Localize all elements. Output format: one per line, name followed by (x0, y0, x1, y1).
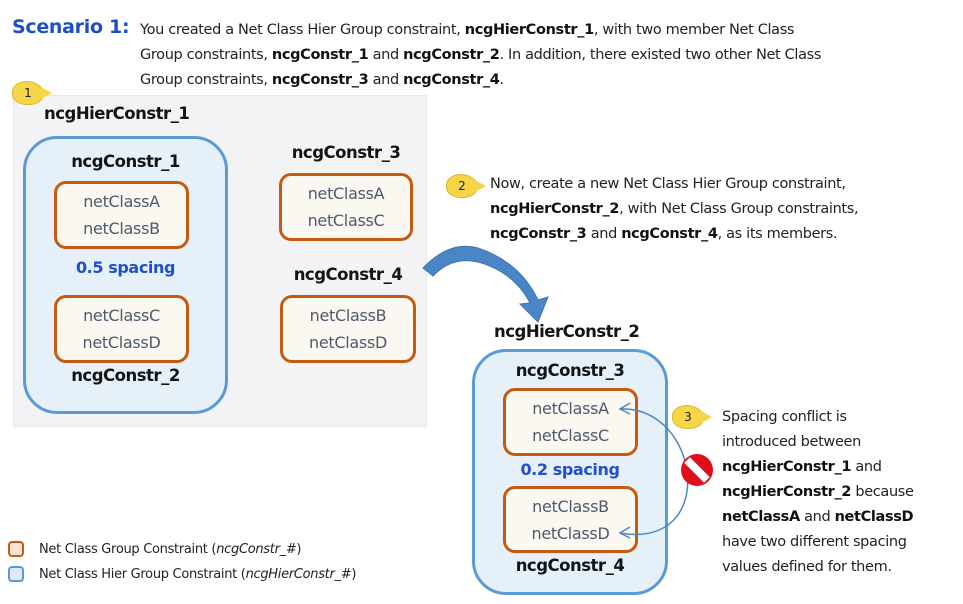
ncg-constr-4-label: ncgConstr_4 (293, 265, 403, 284)
hier-name: ncgHierConstr_2 (490, 201, 620, 217)
ncg-constr-1-box: netClassA netClassB (54, 181, 189, 249)
callout-step-1: 1 (12, 81, 52, 105)
spacing-label-1: 0.5 spacing (75, 258, 176, 277)
legend-label: Net Class Hier Group Constraint (ncgHier… (39, 567, 356, 582)
text: Net Class Hier Group Constraint ( (39, 566, 246, 582)
net-class: netClassA (307, 184, 385, 203)
text: ) (296, 541, 302, 557)
scenario-line-2: Group constraints, ncgConstr_1 and ncgCo… (140, 43, 960, 68)
text: . (499, 72, 505, 88)
constraint-name: ncgConstr_3 (271, 72, 369, 88)
legend-item-hier: Net Class Hier Group Constraint (ncgHier… (8, 566, 356, 582)
text: and (851, 459, 882, 475)
net-class: netClassD (834, 509, 914, 525)
step-3-text: Spacing conflict is introduced between n… (722, 405, 962, 580)
net-class: netClassA (722, 509, 800, 525)
text: and (799, 509, 835, 525)
text: Now, create a new Net Class Hier Group c… (490, 176, 846, 192)
ncg-constr-4-label-after: ncgConstr_4 (515, 556, 625, 575)
net-class: netClassB (532, 496, 609, 516)
scenario-title: Scenario 1: (12, 16, 130, 38)
hier-swatch-icon (8, 566, 24, 582)
text-line: ncgHierConstr_1 and (722, 455, 962, 480)
net-class: netClassD (309, 333, 387, 352)
net-class: netClassA (532, 399, 609, 418)
text: ncgConstr_# (216, 541, 297, 557)
text-line: ncgHierConstr_2, with Net Class Group co… (490, 197, 960, 222)
scenario-line-3: Group constraints, ncgConstr_3 and ncgCo… (140, 68, 960, 93)
scenario-line-1: You created a Net Class Hier Group const… (140, 18, 960, 43)
text: , with Net Class Group constraints, (619, 201, 859, 217)
legend-label: Net Class Group Constraint (ncgConstr_#) (39, 542, 301, 557)
net-class: netClassB (309, 306, 387, 325)
ncg-constr-2-box: netClassC netClassD (54, 295, 189, 363)
constraint-name: ncgConstr_1 (271, 47, 369, 63)
text: values defined for them. (722, 559, 892, 575)
ncg-swatch-icon (8, 541, 24, 557)
hier-constraint-2-title: ncgHierConstr_2 (494, 322, 640, 341)
net-class: netClassD (531, 523, 610, 543)
ncg-constr-3-label-after: ncgConstr_3 (515, 361, 625, 380)
text: You created a Net Class Hier Group const… (140, 22, 465, 38)
text-line: netClassA and netClassD (722, 505, 962, 530)
constraint-name: ncgConstr_2 (403, 47, 500, 63)
text-line: ncgHierConstr_2 because (722, 480, 962, 505)
spacing-label-2: 0.2 spacing (520, 460, 620, 479)
scenario-description: You created a Net Class Hier Group const… (140, 18, 960, 93)
legend: Net Class Group Constraint (ncgConstr_#)… (8, 541, 356, 582)
constraint-name: ncgConstr_4 (403, 72, 500, 88)
text: have two different spacing (722, 534, 907, 550)
legend-item-ncg: Net Class Group Constraint (ncgConstr_#) (8, 541, 356, 557)
text: and (368, 72, 404, 88)
text: . In addition, there existed two other N… (499, 47, 822, 63)
callout-step-3: 3 (672, 405, 712, 429)
constraint-name: ncgConstr_4 (621, 226, 718, 242)
ncg-constr-4-box-after: netClassB netClassD (503, 486, 638, 553)
text: because (851, 484, 914, 500)
ncg-constr-4-box: netClassB netClassD (280, 295, 416, 363)
text: Net Class Group Constraint ( (39, 541, 217, 557)
text: and (586, 226, 622, 242)
net-class: netClassC (83, 306, 160, 325)
net-class: netClassC (307, 211, 385, 230)
ncg-constr-3-box-after: netClassA netClassC (503, 388, 638, 456)
hier-constraint-1-title: ncgHierConstr_1 (44, 104, 190, 123)
callout-step-2: 2 (446, 174, 486, 198)
text: Group constraints, (140, 47, 272, 63)
text: Spacing conflict is (722, 409, 847, 425)
text: Group constraints, (140, 72, 272, 88)
ncg-constr-1-label: ncgConstr_1 (71, 152, 180, 171)
text: , with two member Net Class (593, 22, 795, 38)
text: ) (351, 566, 357, 582)
text: , as its members. (717, 226, 838, 242)
hier-name: ncgHierConstr_2 (722, 484, 852, 500)
ncg-constr-3-label: ncgConstr_3 (291, 143, 401, 162)
net-class: netClassA (83, 192, 160, 211)
hier-name: ncgHierConstr_1 (464, 22, 594, 38)
ncg-constr-3-box: netClassA netClassC (279, 173, 413, 241)
text: introduced between (722, 434, 861, 450)
net-class: netClassB (83, 219, 160, 238)
text: and (368, 47, 404, 63)
ncg-constr-2-label: ncgConstr_2 (71, 366, 180, 385)
net-class: netClassC (532, 426, 609, 445)
constraint-name: ncgConstr_3 (490, 226, 587, 242)
text-line: ncgConstr_3 and ncgConstr_4, as its memb… (490, 222, 960, 247)
text: ncgHierConstr_# (245, 566, 352, 582)
step-2-text: Now, create a new Net Class Hier Group c… (490, 172, 960, 247)
hier-name: ncgHierConstr_1 (722, 459, 852, 475)
hier-group-1 (23, 136, 228, 414)
net-class: netClassD (82, 333, 161, 352)
